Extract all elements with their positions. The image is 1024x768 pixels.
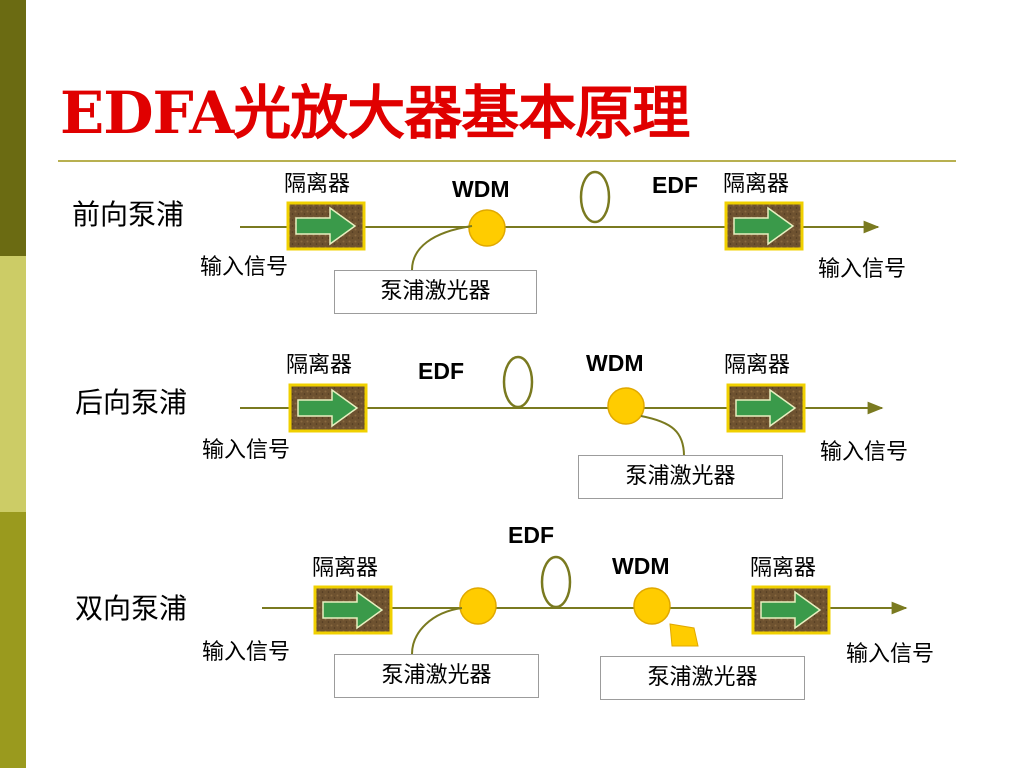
forward-edf-coil-icon xyxy=(579,170,611,224)
forward-isolator-in-icon xyxy=(286,201,366,251)
bidirectional-isolator-out-icon xyxy=(751,585,831,635)
forward-edf-label: EDF xyxy=(652,172,698,198)
bidirectional-wdm-2-coupler-icon xyxy=(633,587,671,625)
bidirectional-section-name: 双向泵浦 xyxy=(75,592,188,625)
forward-isolator-in-label: 隔离器 xyxy=(284,172,351,197)
forward-output-label: 输入信号 xyxy=(818,257,907,282)
sidebar-band-dark xyxy=(0,0,26,256)
forward-pump-laser-box: 泵浦激光器 xyxy=(334,270,537,314)
bidirectional-pump-laser-1-box: 泵浦激光器 xyxy=(334,654,539,698)
backward-edf-coil-icon xyxy=(502,355,534,409)
bidirectional-wdm-1-coupler-icon xyxy=(459,587,497,625)
backward-pump-fiber xyxy=(640,415,685,457)
bidirectional-isolator-out-label: 隔离器 xyxy=(750,556,817,581)
forward-input-label: 输入信号 xyxy=(200,255,289,280)
bidirectional-input-label: 输入信号 xyxy=(202,640,291,665)
bidirectional-isolator-in-icon xyxy=(313,585,393,635)
forward-wdm-coupler-icon xyxy=(468,209,506,247)
bidirectional-edf-label: EDF xyxy=(508,522,554,548)
backward-isolator-in-icon xyxy=(288,383,368,433)
bidirectional-pump-fiber-1 xyxy=(411,607,463,655)
bidirectional-wdm-label: WDM xyxy=(612,553,670,579)
forward-isolator-out-label: 隔离器 xyxy=(723,172,790,197)
backward-isolator-in-label: 隔离器 xyxy=(286,353,353,378)
slide-title: EDFA光放大器基本原理 xyxy=(60,79,690,147)
sidebar-band-mid xyxy=(0,512,26,768)
backward-output-label: 输入信号 xyxy=(820,440,909,465)
backward-pump-laser-box: 泵浦激光器 xyxy=(578,455,783,499)
backward-input-label: 输入信号 xyxy=(202,438,291,463)
forward-section-name: 前向泵浦 xyxy=(72,198,185,231)
backward-pump-section xyxy=(240,355,884,457)
bidirectional-output-label: 输入信号 xyxy=(846,642,935,667)
forward-pump-section xyxy=(240,170,880,271)
backward-edf-label: EDF xyxy=(418,358,464,384)
backward-isolator-out-icon xyxy=(726,383,806,433)
sidebar-decoration xyxy=(0,0,26,768)
bidirectional-pump-2-connector xyxy=(669,623,699,647)
bidirectional-pump-section xyxy=(262,555,908,655)
bidirectional-pump-laser-2-box: 泵浦激光器 xyxy=(600,656,805,700)
forward-pump-fiber xyxy=(411,225,473,271)
backward-section-name: 后向泵浦 xyxy=(75,386,188,419)
backward-isolator-out-label: 隔离器 xyxy=(724,353,791,378)
title-divider xyxy=(58,160,956,162)
bidirectional-edf-coil-icon xyxy=(540,555,572,609)
backward-wdm-coupler-icon xyxy=(607,387,645,425)
backward-wdm-label: WDM xyxy=(586,350,644,376)
sidebar-band-light xyxy=(0,256,26,512)
bidirectional-isolator-in-label: 隔离器 xyxy=(312,556,379,581)
forward-wdm-label: WDM xyxy=(452,176,510,202)
forward-isolator-out-icon xyxy=(724,201,804,251)
